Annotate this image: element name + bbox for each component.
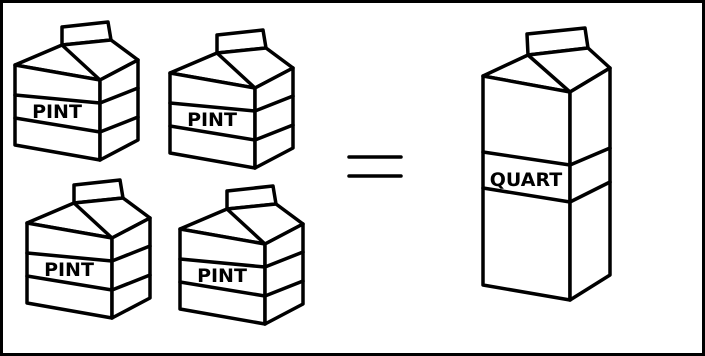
quart-label: QUART: [490, 169, 562, 191]
pint-label: PINT: [187, 109, 237, 131]
pint-label: PINT: [197, 265, 247, 287]
quart-carton: QUART: [483, 28, 610, 300]
pint-label: PINT: [32, 101, 82, 123]
pint-label: PINT: [44, 259, 94, 281]
